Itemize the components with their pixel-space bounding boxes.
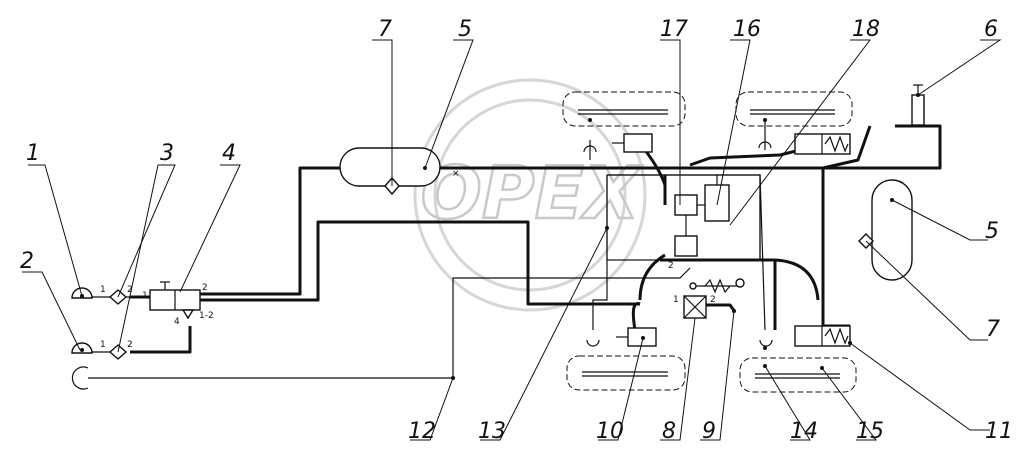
- connection-head-2: [71, 342, 93, 354]
- wheel-rear-left: [566, 355, 686, 391]
- callout-6: 6: [984, 17, 998, 42]
- coupling-head-open: [71, 366, 89, 390]
- port-label: 2: [710, 295, 716, 305]
- port-label: 1: [100, 285, 106, 295]
- callout-2: 2: [20, 249, 34, 274]
- callout-7-right: 7: [986, 317, 1000, 342]
- brake-chamber-rear-left-10: [616, 327, 657, 347]
- port-label: 2: [202, 283, 208, 293]
- port-label: 1: [100, 340, 106, 350]
- callout-5-left: 5: [458, 17, 472, 42]
- svg-text:×: ×: [452, 169, 460, 179]
- drain-valve-6: [911, 84, 925, 126]
- control-valve-4: 1 2 4 1-2: [142, 281, 214, 327]
- wheel-front-right: [735, 91, 853, 127]
- callout-1: 1: [26, 141, 40, 166]
- air-receiver-right: [858, 179, 913, 281]
- callout-15: 15: [856, 419, 884, 444]
- wheel-front-left: [562, 91, 686, 127]
- wheel-rear-right: [739, 357, 857, 393]
- callout-3: 3: [160, 141, 174, 166]
- callout-9: 9: [702, 419, 716, 444]
- spring-brake-chamber-upper-right: [794, 133, 851, 155]
- connection-head-1: [71, 287, 93, 299]
- callout-11: 11: [985, 419, 1013, 444]
- callout-5-right: 5: [985, 219, 999, 244]
- leader-lines: [22, 39, 1002, 441]
- port-label: 2: [668, 261, 674, 271]
- callout-numbers: 1 2 3 4 5 5 6 7 7 8 9 10 11 12 13 14 15 …: [20, 17, 1013, 444]
- callout-10: 10: [596, 419, 624, 444]
- air-receiver-left: ×: [339, 147, 460, 196]
- line-filter-bottom: 1 2: [92, 340, 133, 360]
- callout-12: 12: [408, 419, 436, 444]
- callout-13: 13: [478, 419, 506, 444]
- port-label: 2: [127, 285, 133, 295]
- port-label: 4: [174, 317, 180, 327]
- brake-valve-8: 1 2: [673, 278, 745, 319]
- callout-18: 18: [852, 17, 880, 42]
- port-label: 1: [673, 295, 679, 305]
- callout-14: 14: [790, 419, 818, 444]
- port-label: 1: [142, 291, 148, 301]
- callout-7-left: 7: [378, 17, 392, 42]
- spring-brake-chamber-11: [794, 325, 852, 347]
- callout-4: 4: [222, 141, 236, 166]
- brake-chamber-front-left: [612, 133, 653, 153]
- port-label: 2: [127, 340, 133, 350]
- callout-8: 8: [662, 419, 676, 444]
- port-label: 1-2: [199, 311, 214, 321]
- callout-16: 16: [733, 17, 761, 42]
- callout-17: 17: [660, 17, 688, 42]
